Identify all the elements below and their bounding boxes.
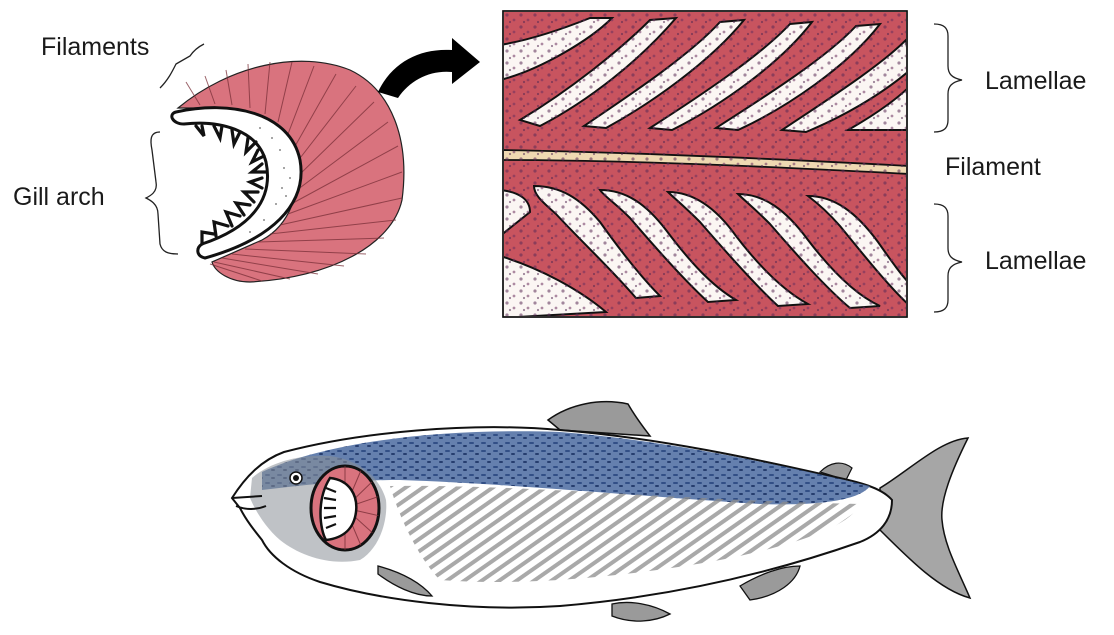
filaments-bracket (160, 44, 204, 88)
label-filaments: Filaments (41, 35, 149, 60)
cell-nuclei (500, 10, 910, 320)
salmon-illustration (232, 402, 970, 621)
label-filament: Filament (945, 155, 1041, 180)
label-lamellae-bottom: Lamellae (985, 249, 1086, 274)
gill-arch-drawing (146, 44, 404, 282)
magnify-arrow (378, 38, 480, 98)
label-gill-arch: Gill arch (13, 185, 105, 210)
operculum-gill (311, 466, 380, 550)
label-lamellae-top: Lamellae (985, 69, 1086, 94)
lamellae-histology-panel (500, 10, 910, 320)
pelvic-fin (612, 602, 670, 621)
gill-arch-bracket (146, 132, 178, 254)
fish-eye (290, 472, 302, 484)
lamellae-bottom-bracket (934, 204, 962, 312)
lamellae-top-bracket (934, 24, 962, 132)
tail-fin (880, 438, 970, 598)
